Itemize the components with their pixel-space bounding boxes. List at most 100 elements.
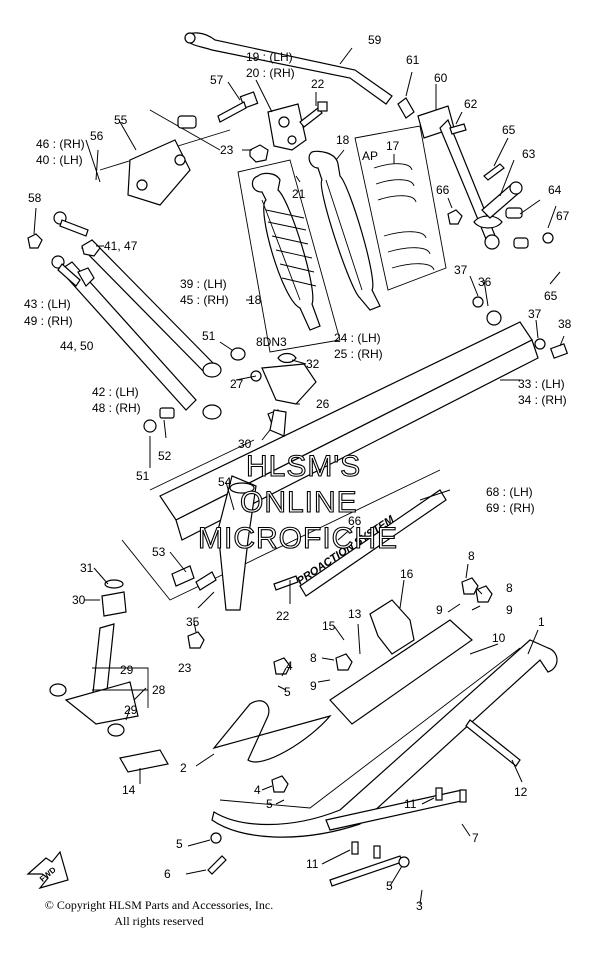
spindle-assembly (49, 579, 169, 773)
callout-37-right: 37 (528, 307, 542, 321)
callout-61: 61 (406, 53, 420, 67)
slide-rail (121, 296, 569, 601)
callout-52: 52 (158, 449, 172, 463)
callout-54: 54 (218, 475, 232, 489)
bolt-57 (217, 91, 259, 123)
callout-28: 28 (152, 683, 166, 697)
callout-64: 64 (548, 183, 562, 197)
callout-20: 20 : (RH) (246, 66, 295, 80)
watermark-line-1: HLSM'S (246, 450, 361, 483)
copyright-notice: © Copyright HLSM Parts and Accessories, … (14, 897, 304, 929)
callout-1: 1 (538, 615, 545, 629)
callout-67: 67 (556, 209, 570, 223)
callout-9-right: 9 (506, 603, 513, 617)
callout-11-top: 11 (404, 797, 417, 811)
callout-21: 21 (292, 187, 306, 201)
callout-25: 25 : (RH) (334, 347, 383, 361)
callout-39: 39 : (LH) (180, 277, 227, 291)
callout-13: 13 (348, 607, 362, 621)
callout-48: 48 : (RH) (92, 401, 141, 415)
callout-66-top: 66 (436, 183, 450, 197)
callout-22-top: 22 (311, 77, 325, 91)
callout-65-top: 65 (502, 123, 516, 137)
callout-69: 69 : (RH) (486, 501, 535, 515)
callout-45: 45 : (RH) (180, 293, 229, 307)
stabilizer-bar (184, 32, 393, 105)
callout-23-bottom: 23 (178, 661, 192, 675)
callout-44-50: 44, 50 (60, 339, 94, 353)
callout-62: 62 (464, 97, 478, 111)
callout-2: 2 (180, 761, 187, 775)
callout-42: 42 : (LH) (92, 385, 139, 399)
left-shock-box (237, 159, 341, 353)
callout-33: 33 : (LH) (518, 377, 565, 391)
callout-53: 53 (152, 545, 166, 559)
callout-41-47: 41, 47 (104, 239, 138, 253)
callout-65-right: 65 (544, 289, 558, 303)
callout-36: 36 (478, 275, 492, 289)
callout-19: 19 : (LH) (246, 50, 293, 64)
callout-4-top: 4 (286, 659, 293, 673)
ski-assembly (207, 577, 558, 887)
rod-end-left (27, 211, 101, 287)
nut-23-top (249, 144, 269, 163)
callout-40: 40 : (LH) (36, 153, 83, 167)
callout-8-top: 8 (468, 549, 475, 563)
callout-6: 6 (164, 867, 171, 881)
callout-66-mid: 66 (348, 514, 362, 528)
copyright-line-1: © Copyright HLSM Parts and Accessories, … (44, 898, 274, 912)
callout-labels: 59 19 : (LH) 20 : (RH) 57 22 61 60 62 55… (24, 33, 572, 913)
callout-22-bottom: 22 (276, 609, 290, 623)
callout-59: 59 (368, 33, 382, 47)
callout-15: 15 (322, 619, 336, 633)
callout-3: 3 (416, 899, 423, 913)
leader-lines (33, 47, 565, 905)
callout-14: 14 (122, 783, 136, 797)
callout-4-bottom: 4 (254, 783, 261, 797)
callout-8-right: 8 (506, 581, 513, 595)
callout-58: 58 (28, 191, 42, 205)
callout-9-left: 9 (436, 603, 443, 617)
callout-24: 24 : (LH) (334, 331, 381, 345)
callout-18-left: 18 (248, 293, 262, 307)
watermark: HLSM'S ONLINE MICROFICHE (197, 449, 397, 555)
spring-box-label: AP (362, 149, 378, 163)
callout-37-top: 37 (454, 263, 468, 277)
callout-60: 60 (434, 71, 448, 85)
callout-23-top: 23 (220, 143, 234, 157)
callout-43: 43 : (LH) (24, 297, 71, 311)
front-arms (59, 239, 246, 420)
callout-55: 55 (114, 113, 128, 127)
steering-column (171, 409, 299, 649)
callout-9-bottom: 9 (310, 679, 317, 693)
callout-51-top: 51 (202, 329, 216, 343)
callout-26: 26 (316, 397, 330, 411)
callout-29-top: 29 (120, 663, 134, 677)
callout-18-center: 18 (336, 133, 350, 147)
bolt-22-top (299, 101, 328, 128)
callout-7: 7 (472, 831, 479, 845)
callout-35: 35 (186, 615, 200, 629)
callout-56: 56 (90, 129, 104, 143)
callout-68: 68 : (LH) (486, 485, 533, 499)
callout-63: 63 (522, 147, 536, 161)
callout-8dn3: 8DN3 (256, 335, 287, 349)
callout-5-top: 5 (284, 685, 291, 699)
rear-links-right (397, 97, 554, 250)
callout-34: 34 : (RH) (518, 393, 567, 407)
callout-12: 12 (514, 785, 528, 799)
callout-5-bottom: 5 (386, 879, 393, 893)
callout-27: 27 (230, 377, 244, 391)
callout-49: 49 : (RH) (24, 314, 73, 328)
callout-46: 46 : (RH) (36, 137, 85, 151)
fwd-arrow-icon: FWD (26, 850, 69, 890)
callout-31: 31 (80, 561, 94, 575)
copyright-line-2: All rights reserved (114, 914, 204, 928)
callout-11-bottom: 11 (306, 857, 319, 871)
callout-5-mid: 5 (266, 797, 273, 811)
spring-box (354, 125, 447, 291)
callout-8-left: 8 (310, 651, 317, 665)
callout-16: 16 (400, 567, 414, 581)
callout-32: 32 (306, 357, 320, 371)
